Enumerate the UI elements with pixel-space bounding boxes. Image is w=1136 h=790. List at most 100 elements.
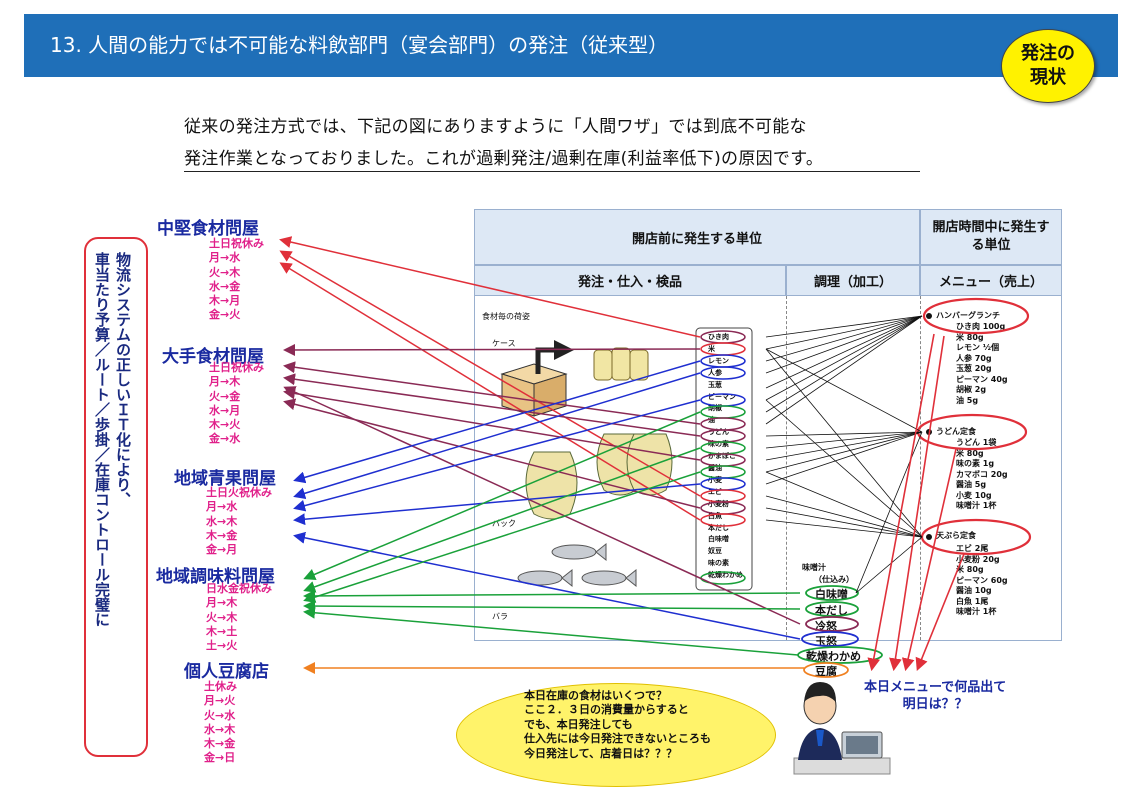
- menu-item: 米 80g: [956, 565, 984, 574]
- column-divider-1: [786, 296, 787, 640]
- supplier-schedule-3: 日水金祝休み 月→木 火→木 木→土 土→火: [206, 582, 272, 653]
- supplier-name-3: 地域調味料問屋: [156, 567, 275, 587]
- schedule-item: 金→火: [209, 308, 241, 322]
- ingredient-item: 小麦粉: [708, 499, 729, 508]
- ingredient-item: 本だし: [708, 523, 729, 532]
- menu-item: エビ 2尾: [956, 544, 989, 553]
- ingredient-item: 玉葱: [708, 380, 722, 389]
- cook-item-white-miso: 白味噌: [815, 588, 848, 601]
- menu-question: 本日メニューで何品出て 明日は？？: [864, 679, 1006, 713]
- schedule-item: 土→火: [206, 639, 238, 653]
- schedule-item: 水→月: [209, 403, 241, 417]
- supplier-schedule-0: 土日祝休み 月→水 火→木 水→金 木→月 金→火: [209, 237, 264, 323]
- cook-label: 味噌汁: [802, 563, 826, 572]
- side-note-col1: 物流システムの正しいＩＴ化により、: [114, 252, 132, 507]
- supplier-arrows: [279, 236, 804, 674]
- packaging-label: 食材毎の荷姿: [482, 312, 530, 321]
- packaging-case: ケース: [492, 339, 516, 348]
- ingredient-item: 小麦: [708, 475, 722, 484]
- menu-item: レモン ½個: [956, 343, 1000, 352]
- cook-sub-label: （仕込み）: [814, 575, 854, 584]
- schedule-item: 月→火: [204, 694, 236, 708]
- schedule-item: 金→月: [206, 543, 238, 557]
- schedule-item: 木→月: [209, 294, 241, 308]
- header-menu: メニュー（売上）: [920, 265, 1062, 296]
- menu-item: 味噌汁 1杯: [956, 501, 997, 510]
- menu-question-line: 明日は？？: [902, 697, 968, 712]
- ingredient-item: 米: [708, 344, 715, 353]
- schedule-item: 土休み: [204, 680, 237, 693]
- ingredient-item: 味の素: [708, 559, 729, 568]
- header-cook: 調理（加工）: [786, 265, 920, 296]
- schedule-item: 木→金: [204, 737, 236, 751]
- menu-name-1: うどん定食: [936, 427, 976, 436]
- menu-item: 醤油 10g: [956, 586, 992, 595]
- schedule-item: 月→木: [206, 596, 238, 610]
- cook-item-wakame: 乾燥わかめ: [806, 650, 861, 663]
- ingredient-item: ピーマン: [708, 392, 736, 401]
- menu-name-2: 天ぷら定食: [936, 531, 976, 540]
- menu-question-line: 本日メニューで何品出て: [864, 680, 1007, 695]
- menu-name-0: ハンバーグランチ: [936, 311, 1000, 320]
- fish-icon: [517, 542, 637, 588]
- ingredient-item: エビ: [708, 487, 722, 496]
- ingredient-item: 白魚: [708, 511, 722, 520]
- cook-ovals: [797, 585, 883, 678]
- schedule-item: 木→金: [206, 528, 238, 542]
- supplier-schedule-2: 土日火祝休み 月→水 水→木 木→金 金→月: [206, 486, 272, 557]
- ingredient-item: 醤油: [708, 463, 722, 472]
- cook-item-tofu: 豆腐: [815, 665, 837, 678]
- menu-items-1: うどん 1袋 米 80g 味の素 1g カマボコ 20g 醤油 5g 小麦 10…: [956, 438, 1008, 512]
- supplier-schedule-1: 土日祝休み 月→木 火→金 水→月 木→火 金→水: [209, 361, 264, 447]
- badge-line-2: 現状: [1030, 67, 1066, 88]
- supplier-schedule-4: 土休み 月→火 火→水 水→木 木→金 金→日: [204, 680, 237, 766]
- schedule-item: 火→水: [204, 708, 236, 722]
- ingredient-item: 味の素: [708, 440, 729, 449]
- menu-item: 白魚 1尾: [956, 596, 989, 606]
- schedule-item: 木→土: [206, 624, 238, 638]
- menu-item: 味の素 1g: [956, 459, 995, 468]
- schedule-item: 土日火祝休み: [206, 486, 272, 499]
- supplier-name-1: 大手食材問屋: [162, 347, 264, 367]
- status-badge: 発注の 現状: [1001, 29, 1095, 103]
- schedule-item: 火→木: [206, 610, 238, 624]
- menu-item: 米 80g: [956, 448, 984, 458]
- intro-underline: [184, 171, 920, 172]
- speech-line: 今日発注して、店着日は？？？: [524, 746, 678, 760]
- schedule-item: 金→日: [204, 751, 236, 765]
- schedule-item: 火→木: [209, 265, 241, 279]
- schedule-item: 水→金: [209, 279, 241, 293]
- side-note-col2: 車当たり予算／ルート／歩掛／在庫コントロール完璧に: [93, 252, 111, 627]
- schedule-item: 土日祝休み: [209, 237, 264, 250]
- rice-bag-icon: [593, 347, 649, 381]
- menu-ovals: [916, 297, 1032, 556]
- schedule-item: 火→金: [209, 389, 241, 403]
- ingredient-item: レモン: [708, 356, 729, 365]
- speech-line: 本日在庫の食材はいくつで？: [524, 689, 667, 702]
- speech-bubble: [456, 683, 776, 787]
- menu-item: 油 5g: [956, 395, 979, 405]
- column-divider-2: [920, 296, 921, 640]
- menu-item: 小麦 10g: [956, 490, 992, 500]
- header-order: 発注・仕入・検品: [474, 265, 786, 296]
- schedule-item: 月→木: [209, 375, 241, 389]
- menu-item: 胡椒 2g: [956, 385, 987, 394]
- menu-item: 玉葱 20g: [956, 364, 992, 373]
- menu-item: カマボコ 20g: [956, 469, 1008, 479]
- ingredient-ovals: [695, 327, 753, 591]
- menu-item: 醤油 5g: [956, 480, 987, 489]
- schedule-item: 月→水: [206, 500, 238, 514]
- menu-item: うどん 1袋: [956, 438, 997, 447]
- recipe-links: [765, 315, 923, 594]
- speech-line: ここ２．３日の消費量からすると: [524, 703, 689, 717]
- menu-item: 小麦粉 20g: [956, 554, 1000, 564]
- speech-line: でも、本日発注しても: [524, 717, 633, 731]
- speech-text: 本日在庫の食材はいくつで？ ここ２．３日の消費量からすると でも、本日発注しても…: [524, 689, 711, 761]
- page-title: 13. 人間の能力では不可能な料飲部門（宴会部門）の発注（従来型）: [50, 33, 669, 57]
- schedule-item: 日水金祝休み: [206, 582, 272, 595]
- worker-icon: [793, 682, 891, 775]
- schedule-item: 月→水: [209, 251, 241, 265]
- supplier-name-2: 地域青果問屋: [174, 469, 276, 489]
- ingredient-item: 白味噌: [708, 535, 729, 544]
